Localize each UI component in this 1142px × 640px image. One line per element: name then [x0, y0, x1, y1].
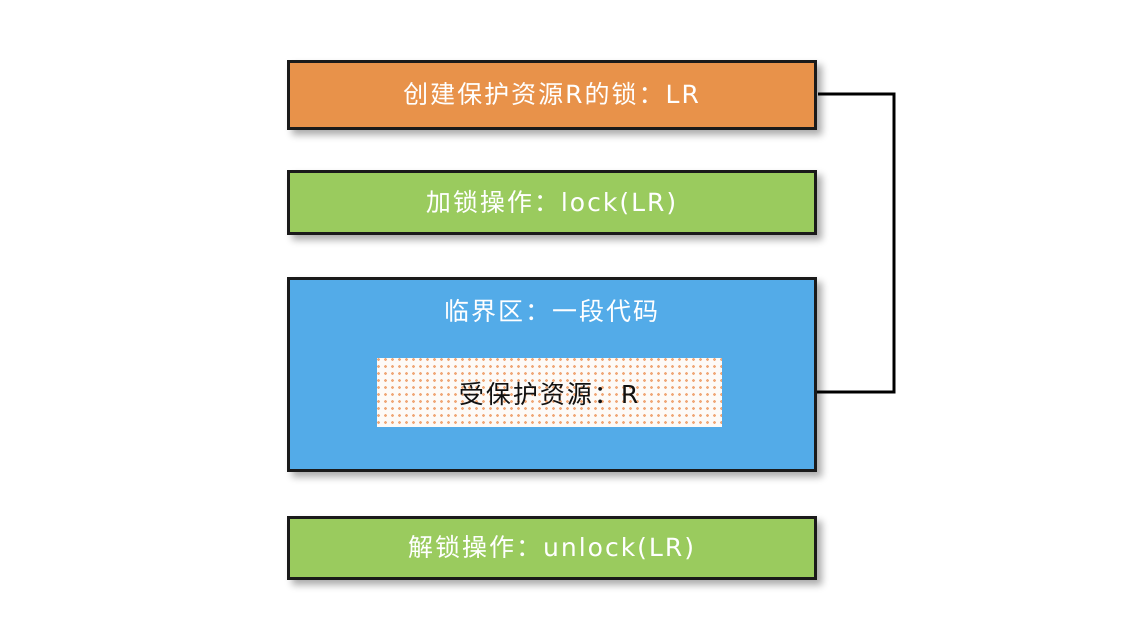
block-critical-section[interactable]: 临界区：一段代码 受保护资源：R [287, 277, 817, 472]
block-unlock-operation-label: 解锁操作：unlock(LR) [408, 533, 696, 563]
block-create-lock-label: 创建保护资源R的锁：LR [403, 80, 701, 110]
block-critical-section-label: 临界区：一段代码 [443, 297, 660, 326]
block-protected-resource[interactable]: 受保护资源：R [377, 358, 722, 427]
block-create-lock[interactable]: 创建保护资源R的锁：LR [287, 60, 817, 130]
block-lock-operation-label: 加锁操作：lock(LR) [425, 187, 679, 217]
block-critical-section-title: 临界区：一段代码 [290, 298, 814, 326]
block-protected-resource-label: 受保护资源：R [458, 379, 641, 409]
block-unlock-operation[interactable]: 解锁操作：unlock(LR) [287, 516, 817, 580]
block-lock-operation[interactable]: 加锁操作：lock(LR) [287, 170, 817, 235]
